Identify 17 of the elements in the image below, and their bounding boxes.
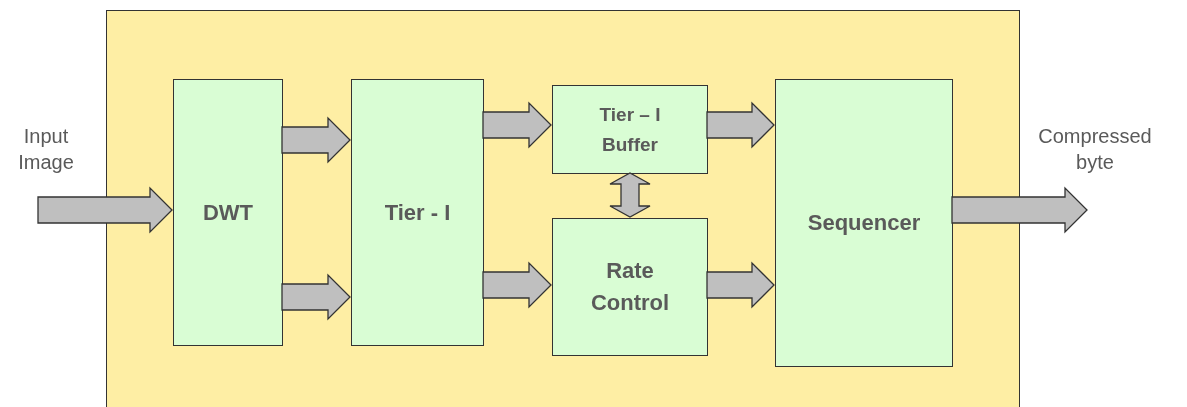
process-box: Sequencer	[775, 79, 953, 367]
process-box: Rate Control	[552, 218, 708, 356]
block-arrow	[482, 261, 552, 309]
block-arrow	[482, 101, 552, 149]
system-panel	[106, 10, 1020, 407]
block-arrow	[609, 172, 651, 218]
io-label: Input Image	[0, 120, 92, 178]
block-arrow	[706, 101, 775, 149]
process-box: DWT	[173, 79, 283, 346]
block-arrow	[37, 186, 173, 234]
block-arrow	[281, 273, 351, 321]
process-box: Tier – I Buffer	[552, 85, 708, 174]
io-label: Compressed byte	[1025, 120, 1165, 178]
block-arrow	[281, 116, 351, 164]
block-arrow	[951, 186, 1088, 234]
block-arrow	[706, 261, 775, 309]
process-box: Tier - I	[351, 79, 484, 346]
